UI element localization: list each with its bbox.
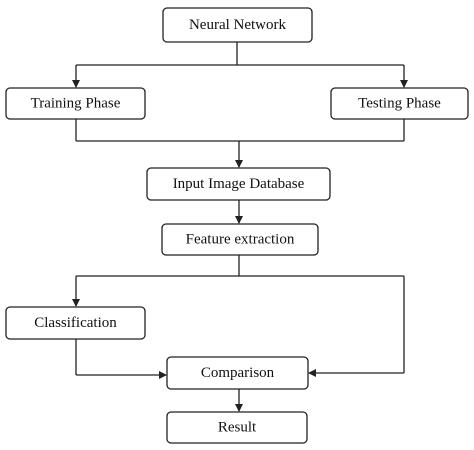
node-testing-phase: Testing Phase [330, 87, 469, 120]
node-input-image-database: Input Image Database [146, 167, 331, 201]
node-feature-extraction: Feature extraction [161, 223, 319, 256]
node-result: Result [166, 411, 308, 444]
node-classification: Classification [5, 306, 146, 340]
node-label-input-image-database: Input Image Database [173, 176, 305, 192]
node-neural-network: Neural Network [162, 7, 313, 43]
node-label-training-phase: Training Phase [31, 96, 121, 112]
node-label-neural-network: Neural Network [189, 17, 287, 33]
node-label-result: Result [218, 420, 257, 436]
connectors [72, 42, 408, 412]
node-label-feature-extraction: Feature extraction [186, 232, 295, 248]
node-label-classification: Classification [34, 315, 117, 331]
node-label-comparison: Comparison [201, 365, 275, 381]
node-comparison: Comparison [166, 356, 309, 390]
node-training-phase: Training Phase [5, 87, 146, 120]
node-label-testing-phase: Testing Phase [358, 96, 441, 112]
